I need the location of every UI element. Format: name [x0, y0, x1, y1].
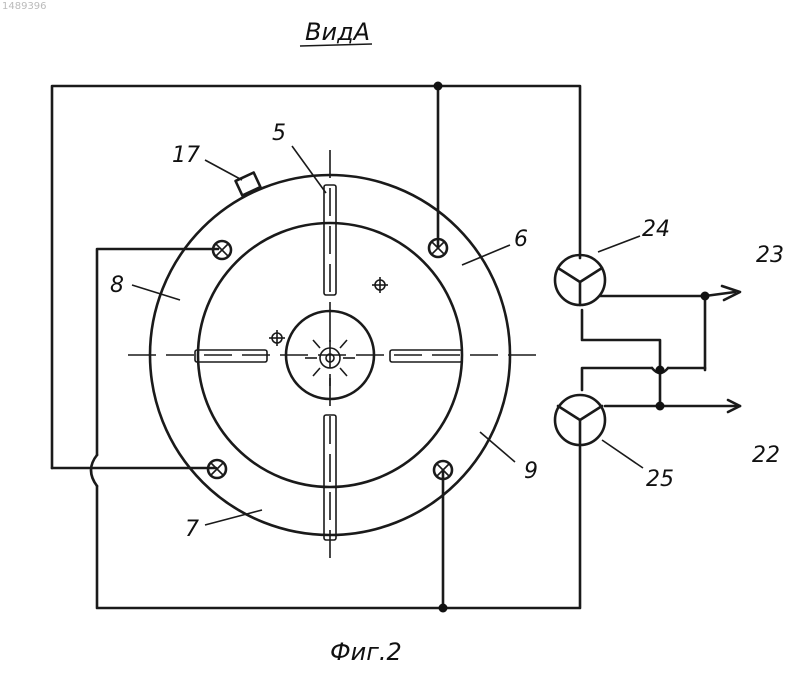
document-stamp: 1489396	[2, 1, 47, 12]
slot-left	[195, 350, 267, 362]
callout-5: 5	[272, 121, 286, 146]
callout-23: 23	[756, 243, 784, 268]
callout-9: 9	[524, 459, 538, 484]
marker-left	[269, 330, 285, 346]
leader-17	[205, 160, 242, 180]
junction-dot-bottom	[439, 604, 448, 613]
junction-dot-22	[656, 402, 665, 411]
valve-24	[555, 255, 605, 305]
junction-dot-mid	[656, 366, 665, 375]
callout-22: 22	[752, 443, 780, 468]
view-title: ВидА	[305, 18, 370, 46]
line-crossing-hop	[91, 455, 97, 486]
valve-25-upper-line	[582, 368, 652, 390]
leader-5	[292, 146, 326, 193]
callout-24: 24	[642, 217, 670, 242]
slot-right	[390, 350, 462, 362]
callout-8: 8	[110, 273, 124, 298]
junction-dot-23	[701, 292, 710, 301]
disc-assembly	[128, 150, 540, 560]
valve-24-lower-line	[582, 310, 660, 406]
leader-25	[602, 440, 643, 468]
callout-6: 6	[514, 227, 528, 252]
marker-right	[372, 277, 388, 293]
leader-6	[462, 245, 510, 265]
leader-24	[598, 236, 640, 252]
leader-8	[132, 285, 180, 300]
callout-17: 17	[172, 143, 200, 168]
valve-25	[555, 395, 605, 445]
fitting-17	[236, 173, 261, 196]
valve-24-outlet	[600, 296, 705, 370]
callout-25: 25	[646, 467, 674, 492]
figure-caption: Фиг.2	[330, 638, 402, 666]
junction-dot-top	[434, 82, 443, 91]
connection-lines	[52, 86, 740, 608]
callout-7: 7	[185, 517, 199, 542]
bottom-loop-line	[97, 445, 580, 608]
